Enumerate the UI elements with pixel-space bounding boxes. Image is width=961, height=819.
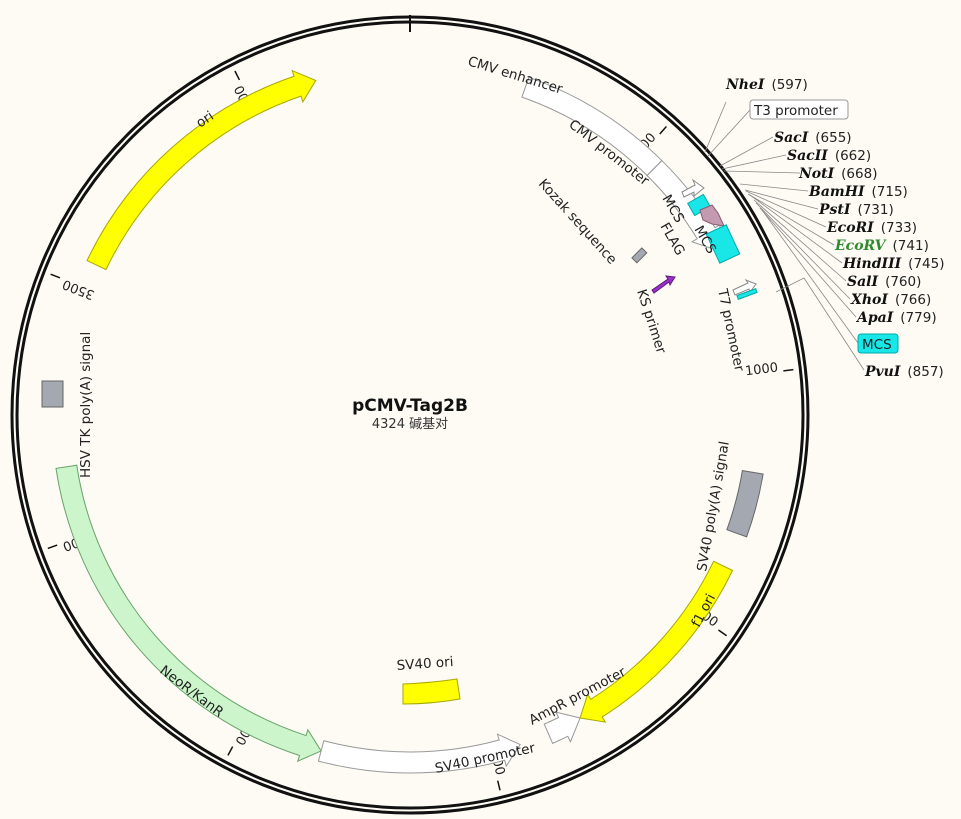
site-saci: SacI (655) xyxy=(774,130,852,146)
site-hindiii: HindIII (745) xyxy=(842,256,944,272)
feature-ks-primer xyxy=(651,275,676,294)
site-name: HindIII xyxy=(842,256,902,272)
label-sv40-polya: SV40 poly(A) signal xyxy=(694,440,733,573)
site-position: (766) xyxy=(895,292,931,308)
site-ecorv: EcoRV (741) xyxy=(834,238,929,254)
site-apai: ApaI (779) xyxy=(855,310,937,326)
feature-t7-bar xyxy=(736,288,758,300)
site-name: EcoRV xyxy=(834,238,888,254)
site-name: SacI xyxy=(774,130,809,146)
feature-arc-neor-kanr xyxy=(55,464,322,763)
feature-kozak xyxy=(631,247,648,264)
tick-mark xyxy=(783,368,794,372)
site-position: (662) xyxy=(835,148,871,164)
site-pvui: PvuI (857) xyxy=(864,364,944,380)
feature-arc-f1-ori xyxy=(579,560,734,723)
tick-mark xyxy=(496,780,501,791)
feature-hsv-tk xyxy=(41,380,64,408)
tick-label: 3500 xyxy=(61,276,97,302)
label-ks-primer: KS primer xyxy=(633,287,669,356)
t3-promoter-box: T3 promoter xyxy=(749,99,849,120)
plasmid-name: pCMV-Tag2B xyxy=(352,396,468,416)
site-ecori: EcoRI (733) xyxy=(826,220,917,236)
site-sali: SalI (760) xyxy=(847,274,921,290)
site-leader-lines xyxy=(704,101,865,371)
site-name: SalI xyxy=(847,274,879,290)
tick-mark xyxy=(718,629,728,637)
feature-arc-sv40-poly-a-signal xyxy=(726,469,764,538)
tick-mark xyxy=(50,273,61,279)
site-position: (857) xyxy=(907,364,943,380)
inner-features xyxy=(41,178,758,705)
arc-features xyxy=(55,69,764,774)
site-sacii: SacII (662) xyxy=(787,148,871,164)
mcs-box-label: MCS xyxy=(862,337,892,353)
feature-arc-cmv-promoter xyxy=(646,159,721,251)
site-position: (745) xyxy=(908,256,944,272)
feature-mcs-2 xyxy=(705,224,741,264)
plasmid-size: 4324 碱基对 xyxy=(372,417,448,432)
tick-label: 1000 xyxy=(744,361,779,380)
label-flag: FLAG xyxy=(657,220,688,258)
site-bamhi: BamHI (715) xyxy=(808,184,908,200)
site-position: (597) xyxy=(771,77,807,93)
t3-promoter-label: T3 promoter xyxy=(753,103,838,119)
site-name: PstI xyxy=(818,202,851,218)
feature-small-arrow xyxy=(681,178,705,198)
site-position: (655) xyxy=(815,130,851,146)
site-nhei: NheI (597) xyxy=(725,77,808,93)
feature-sv40-ori xyxy=(402,678,461,705)
tick-mark xyxy=(47,544,58,550)
label-sv40-ori: SV40 ori xyxy=(396,654,454,674)
site-position: (715) xyxy=(872,184,908,200)
tick-mark xyxy=(234,70,241,81)
site-name: PvuI xyxy=(864,364,901,380)
site-position: (733) xyxy=(881,220,917,236)
site-position: (779) xyxy=(900,310,936,326)
label-hsv-tk: HSV TK poly(A) signal xyxy=(78,332,94,478)
site-name: XhoI xyxy=(850,292,888,308)
mcs-box: MCS xyxy=(857,333,899,354)
site-name: EcoRI xyxy=(826,220,874,236)
site-position: (731) xyxy=(857,202,893,218)
site-position: (741) xyxy=(893,238,929,254)
label-t7: T7 promoter xyxy=(714,287,747,374)
site-name: NotI xyxy=(798,166,835,182)
feature-arc-sv40-promoter xyxy=(317,733,521,774)
site-name: SacII xyxy=(787,148,828,164)
site-name: BamHI xyxy=(808,184,865,200)
feature-divider xyxy=(646,160,663,176)
tick-mark xyxy=(227,746,234,756)
site-position: (760) xyxy=(885,274,921,290)
feature-arc-ori xyxy=(86,69,317,271)
site-xhoi: XhoI (766) xyxy=(850,292,931,308)
site-noti: NotI (668) xyxy=(798,166,877,182)
site-name: ApaI xyxy=(855,310,894,326)
tick-mark xyxy=(659,125,667,135)
site-name: NheI xyxy=(725,77,765,93)
label-cmv-enhancer: CMV enhancer xyxy=(466,54,565,98)
site-psti: PstI (731) xyxy=(818,202,894,218)
label-kozak: Kozak sequence xyxy=(535,176,620,268)
site-position: (668) xyxy=(841,166,877,182)
restriction-sites: NheI (597) SacI (655) SacII (662)NotI (668) Bam… xyxy=(725,77,944,380)
feature-arc-ampr-promoter xyxy=(543,711,581,745)
